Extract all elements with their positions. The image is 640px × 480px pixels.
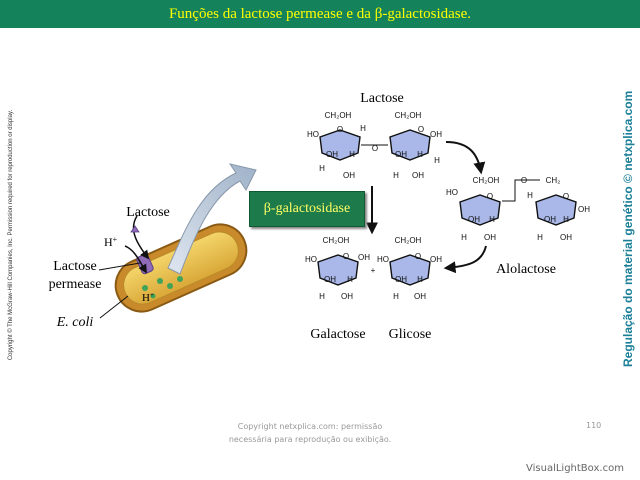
- svg-text:OH: OH: [544, 215, 556, 224]
- lactose-molecule-out: [130, 225, 140, 233]
- footer-copyright-line1: Copyright netxplica.com: permissão: [237, 422, 383, 431]
- svg-text:OH: OH: [560, 233, 572, 242]
- svg-text:CH₂OH: CH₂OH: [323, 236, 350, 245]
- svg-text:H: H: [434, 156, 440, 165]
- svg-text:HO: HO: [305, 255, 317, 264]
- lactose-galactose-ring: O CH₂OH HO OH H H OH H: [307, 111, 366, 180]
- svg-text:OH: OH: [343, 171, 355, 180]
- proton-entry-arrow: [124, 245, 147, 274]
- permease-leader: [98, 262, 141, 271]
- page-number: 110: [586, 421, 602, 430]
- svg-text:CH₂OH: CH₂OH: [325, 111, 352, 120]
- glucose-ring: O CH₂OH HO OH OH H H OH: [377, 236, 442, 301]
- svg-text:H: H: [319, 164, 325, 173]
- svg-text:OH: OH: [324, 275, 336, 284]
- slide-title: Funções da lactose permease e da β-galac…: [0, 0, 640, 28]
- svg-text:HO: HO: [446, 188, 458, 197]
- lactose-glucose-ring: O CH₂OH OH OH H H OH H: [389, 111, 442, 180]
- svg-text:H: H: [360, 124, 366, 133]
- svg-text:H: H: [347, 275, 353, 284]
- svg-text:HO: HO: [307, 130, 319, 139]
- svg-text:O: O: [343, 252, 349, 261]
- products-molecules: O CH₂OH HO OH H H OH OH + O CH₂OH HO OH …: [305, 236, 442, 301]
- lactose-entry-arrow: [132, 215, 150, 260]
- svg-text:OH: OH: [326, 150, 338, 159]
- allolactose-ring-left: O CH₂OH HO OH H H OH: [446, 176, 501, 242]
- h-plus-outside: H+: [104, 235, 118, 250]
- ecoli-label: E. coli: [56, 315, 94, 330]
- beta-galactosidase-label: β-galactosidase: [249, 191, 365, 227]
- allolactose-hydrolysis-arrow: [443, 245, 487, 274]
- svg-text:H: H: [537, 233, 543, 242]
- footer-copyright: Copyright netxplica.com: permissão neces…: [200, 420, 420, 446]
- allolactose-label: Alolactose: [496, 262, 556, 277]
- allolactose-molecule: O CH₂OH HO OH H H OH O CH₂ O H OH H OH H…: [446, 176, 590, 242]
- watermark: VisualLightBox.com: [526, 463, 624, 474]
- lactose-top-label: Lactose: [360, 91, 404, 106]
- svg-text:OH: OH: [430, 130, 442, 139]
- svg-text:O: O: [521, 176, 527, 185]
- svg-text:CH₂OH: CH₂OH: [395, 236, 422, 245]
- allolactose-ring-right: O H OH H OH H OH: [527, 191, 590, 242]
- svg-text:H: H: [393, 292, 399, 301]
- h-plus-inside: H+: [142, 291, 154, 304]
- svg-text:H: H: [563, 215, 569, 224]
- wide-transport-arrow: [167, 163, 257, 275]
- lactose-cell-label: Lactose: [126, 205, 170, 220]
- svg-text:O: O: [415, 252, 421, 261]
- svg-text:OH: OH: [412, 171, 424, 180]
- permease-label-line2: permease: [49, 277, 102, 292]
- galactose-label: Galactose: [310, 327, 365, 342]
- svg-text:O: O: [487, 192, 493, 201]
- svg-text:H: H: [527, 191, 533, 200]
- svg-text:H: H: [417, 150, 423, 159]
- svg-text:OH: OH: [484, 233, 496, 242]
- isomerization-arrow: [445, 141, 486, 175]
- svg-text:H: H: [393, 171, 399, 180]
- ecoli-leader: [99, 295, 129, 319]
- galactose-ring: O CH₂OH HO OH H H OH OH: [305, 236, 370, 301]
- svg-text:OH: OH: [395, 150, 407, 159]
- svg-text:H: H: [319, 292, 325, 301]
- svg-text:H: H: [489, 215, 495, 224]
- svg-text:CH₂: CH₂: [546, 176, 561, 185]
- footer-copyright-line2: necessária para reprodução ou exibição.: [228, 435, 392, 444]
- svg-text:CH₂OH: CH₂OH: [473, 176, 500, 185]
- svg-text:H: H: [461, 233, 467, 242]
- svg-text:O: O: [372, 144, 378, 153]
- svg-text:OH: OH: [414, 292, 426, 301]
- svg-text:O: O: [418, 125, 424, 134]
- glucose-label: Glicose: [389, 327, 432, 342]
- svg-text:OH: OH: [358, 253, 370, 262]
- svg-text:H: H: [417, 275, 423, 284]
- svg-text:O: O: [337, 125, 343, 134]
- svg-text:OH: OH: [395, 275, 407, 284]
- svg-text:OH: OH: [468, 215, 480, 224]
- plus-sign: +: [371, 266, 376, 275]
- svg-text:OH: OH: [578, 205, 590, 214]
- svg-text:OH: OH: [430, 255, 442, 264]
- svg-text:OH: OH: [341, 292, 353, 301]
- svg-text:CH₂OH: CH₂OH: [395, 111, 422, 120]
- svg-text:H: H: [349, 150, 355, 159]
- svg-text:O: O: [563, 192, 569, 201]
- permease-label-line1: Lactose: [53, 259, 97, 274]
- lactose-molecule: O CH₂OH HO OH H H OH H O O CH₂OH OH OH H…: [307, 111, 442, 180]
- svg-text:HO: HO: [377, 255, 389, 264]
